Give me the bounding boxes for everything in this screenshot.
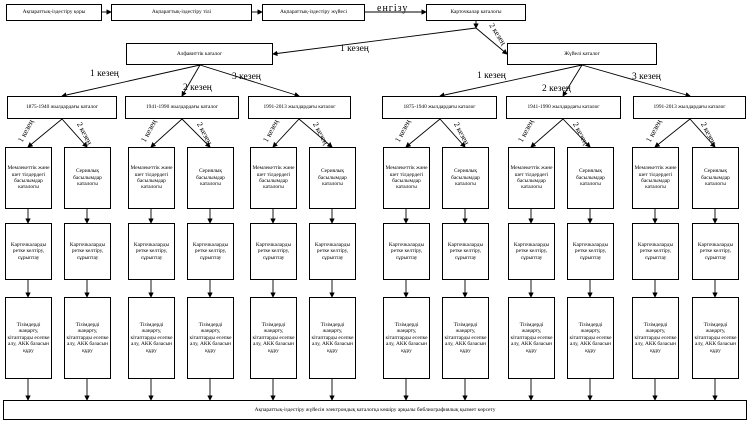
arrow-period-0-b	[61, 118, 88, 148]
arrow-period-2-b	[298, 118, 333, 148]
top-box-2: Ақпараттық-іздестіру тілі	[111, 4, 252, 21]
arrow-left-p3	[199, 64, 300, 98]
right-stage-1-label: 1 кезең	[477, 71, 506, 81]
leaf-l1-b-db: Тізімдерді жаңарту, кітаптарды есепке ал…	[64, 297, 111, 379]
leaf-r3-b-sort: Карточкаларды ретке келтіру, сұрыптау	[692, 223, 739, 280]
top-box-1: Ақпараттық-іздестіру қоры	[6, 4, 102, 21]
leaf-l3-b-db: Тізімдерді жаңарту, кітаптарды есепке ал…	[309, 297, 356, 379]
leaf-r1-a-catalog: Мемлекеттік және шет тілдердегі басылымд…	[383, 147, 430, 209]
leaf-l1-a-catalog: Мемлекеттік және шет тілдердегі басылымд…	[5, 147, 52, 209]
leaf-l2-a-catalog: Мемлекеттік және шет тілдердегі басылымд…	[128, 147, 175, 209]
arrow-period-4-a	[530, 118, 564, 148]
leaf-l2-b-sort: Карточкаларды ретке келтіру, сұрыптау	[187, 223, 234, 280]
left-half-title: Алфавиттік каталог	[126, 43, 273, 65]
left-period-1: 1875-1940 жылдардағы каталог	[7, 96, 117, 119]
left-stage-1-label: 1 кезең	[90, 69, 119, 79]
left-period-2: 1941-1990 жылдардағы каталог	[125, 96, 239, 119]
leaf-r1-b-db: Тізімдерді жаңарту, кітаптарды есепке ал…	[442, 297, 489, 379]
arrow-period-5-b	[689, 118, 716, 148]
right-stage-2-label: 2 кезең	[542, 84, 571, 94]
arrow-period-3-a	[405, 118, 441, 148]
left-period-3: 1991-2013 жылдардағы каталог	[248, 96, 351, 119]
arrow-right-p3	[581, 64, 691, 98]
arrow-left-p1	[61, 64, 201, 98]
right-period-1: 1875-1940 жылдардағы каталог	[382, 96, 497, 119]
root-catalog-box: Карточкалар каталогы	[426, 4, 526, 21]
right-half-title: Жүйелі каталог	[507, 43, 657, 65]
leaf-l2-a-sort: Карточкаларды ретке келтіру, сұрыптау	[128, 223, 175, 280]
leaf-r2-a-sort: Карточкаларды ретке келтіру, сұрыптау	[508, 223, 555, 280]
leaf-r1-a-db: Тізімдерді жаңарту, кітаптарды есепке ал…	[383, 297, 430, 379]
arrow-period-3-b	[439, 118, 466, 148]
top-box-3: Ақпараттық-іздестіру жүйесі	[262, 4, 365, 21]
arrow-right-p2	[562, 64, 583, 97]
leaf-r1-b-sort: Карточкаларды ретке келтіру, сұрыптау	[442, 223, 489, 280]
arrow-root-right	[475, 27, 508, 55]
leaf-l3-b-catalog: Сериялық басылымдар каталогы	[309, 147, 356, 209]
arrow-period-5-a	[654, 118, 691, 148]
leaf-r3-b-catalog: Сериялық басылымдар каталогы	[692, 147, 739, 209]
bottom-result-box: Ақпараттық-іздестіру жүйесін электрондық…	[3, 400, 747, 420]
arrow-root-left	[272, 27, 477, 57]
leaf-l1-b-sort: Карточкаларды ретке келтіру, сұрыптау	[64, 223, 111, 280]
leaf-l3-a-sort: Карточкаларды ретке келтіру, сұрыптау	[250, 223, 297, 280]
leaf-r3-a-sort: Карточкаларды ретке келтіру, сұрыптау	[632, 223, 679, 280]
leaf-r2-b-db: Тізімдерді жаңарту, кітаптарды есепке ал…	[567, 297, 614, 379]
left-stage-3-label: 3 кезең	[232, 72, 261, 82]
leaf-l2-a-db: Тізімдерді жаңарту, кітаптарды есепке ал…	[128, 297, 175, 379]
leaf-r1-b-catalog: Сериялық басылымдар каталогы	[442, 147, 489, 209]
right-period-3: 1991-2013 жылдардағы каталог	[633, 96, 746, 119]
arrow-period-4-b	[562, 118, 591, 148]
leaf-l3-b-sort: Карточкаларды ретке келтіру, сұрыптау	[309, 223, 356, 280]
arrow-left-p2	[181, 64, 201, 97]
leaf-r3-a-db: Тізімдерді жаңарту, кітаптарды есепке ал…	[632, 297, 679, 379]
leaf-r2-b-sort: Карточкаларды ретке келтіру, сұрыптау	[567, 223, 614, 280]
leaf-r2-b-catalog: Сериялық басылымдар каталогы	[567, 147, 614, 209]
leaf-l1-b-catalog: Сериялық басылымдар каталогы	[64, 147, 111, 209]
leaf-l2-b-catalog: Сериялық басылымдар каталогы	[187, 147, 234, 209]
left-stage-2-label: 2 кезең	[183, 83, 212, 93]
leaf-r3-a-catalog: Мемлекеттік және шет тілдердегі басылымд…	[632, 147, 679, 209]
leaf-l2-b-db: Тізімдерді жаңарту, кітаптарды есепке ал…	[187, 297, 234, 379]
leaf-r2-a-catalog: Мемлекеттік және шет тілдердегі басылымд…	[508, 147, 555, 209]
input-label: енгізу	[377, 3, 409, 14]
arrow-period-1-a	[150, 118, 183, 148]
leaf-r1-a-sort: Карточкаларды ретке келтіру, сұрыптау	[383, 223, 430, 280]
arrow-period-2-a	[272, 118, 300, 148]
leaf-r3-b-db: Тізімдерді жаңарту, кітаптарды есепке ал…	[692, 297, 739, 379]
arrow-right-p1	[439, 64, 583, 98]
leaf-l3-a-db: Тізімдерді жаңарту, кітаптарды есепке ал…	[250, 297, 297, 379]
arrow-period-0-a	[27, 118, 63, 148]
leaf-r2-a-db: Тізімдерді жаңарту, кітаптарды есепке ал…	[508, 297, 555, 379]
leaf-l3-a-catalog: Мемлекеттік және шет тілдердегі басылымд…	[250, 147, 297, 209]
label-root-stage-1: 1 кезең	[340, 44, 369, 54]
arrow-period-1-b	[181, 118, 211, 148]
right-period-2: 1941-1990 жылдардағы каталог	[506, 96, 621, 119]
leaf-l1-a-sort: Карточкаларды ретке келтіру, сұрыптау	[5, 223, 52, 280]
right-stage-3-label: 3 кезең	[632, 72, 661, 82]
leaf-l1-a-db: Тізімдерді жаңарту, кітаптарды есепке ал…	[5, 297, 52, 379]
